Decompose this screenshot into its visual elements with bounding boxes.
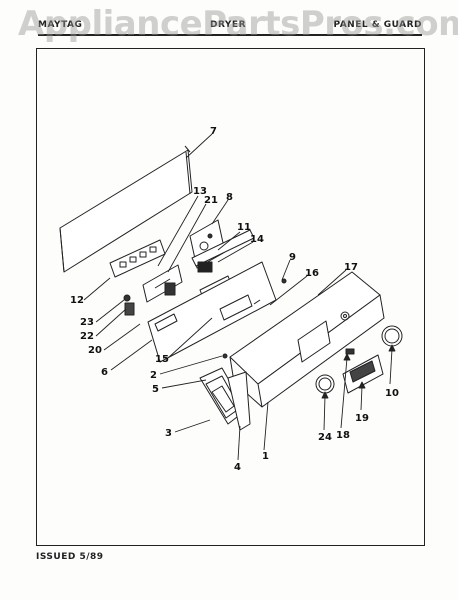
callout-24: 24 bbox=[318, 432, 332, 443]
callout-21: 21 bbox=[204, 195, 218, 206]
callout-17: 17 bbox=[344, 262, 358, 273]
part-10-knob bbox=[381, 325, 403, 347]
part-7-panel bbox=[59, 145, 193, 273]
callout-2: 2 bbox=[150, 370, 157, 381]
callout-23: 23 bbox=[80, 317, 94, 328]
callout-7: 7 bbox=[210, 126, 217, 137]
issued-date: ISSUED 5/89 bbox=[36, 552, 104, 562]
callout-8: 8 bbox=[226, 192, 233, 203]
callout-22: 22 bbox=[80, 331, 94, 342]
callout-3: 3 bbox=[165, 428, 172, 439]
arrow-leaders bbox=[321, 344, 396, 431]
callout-1: 1 bbox=[262, 451, 269, 462]
header-title: PANEL & GUARD bbox=[333, 20, 422, 30]
header-model: MAYTAG bbox=[38, 20, 83, 30]
callout-18: 18 bbox=[336, 430, 350, 441]
page-header: MAYTAG DRYER PANEL & GUARD bbox=[38, 20, 422, 36]
callout-6: 6 bbox=[101, 367, 108, 378]
leader-lines bbox=[83, 133, 347, 461]
header-section: DRYER bbox=[210, 20, 247, 30]
callout-10: 10 bbox=[385, 388, 399, 399]
part-4-strap bbox=[227, 371, 251, 431]
callout-13: 13 bbox=[193, 186, 207, 197]
watermark-logo: AppliancePartsPros.com bbox=[18, 4, 458, 44]
diagram-frame bbox=[36, 48, 425, 546]
part-2-screw bbox=[222, 353, 228, 359]
callout-11: 11 bbox=[237, 222, 251, 233]
callout-9: 9 bbox=[289, 252, 296, 263]
callout-4: 4 bbox=[234, 462, 241, 473]
part-12-switch-strip bbox=[109, 239, 166, 278]
part-18-clip bbox=[345, 348, 355, 355]
callout-19: 19 bbox=[355, 413, 369, 424]
part-13-bracket bbox=[142, 264, 183, 303]
part-19-lens bbox=[342, 354, 384, 394]
part-23-clip bbox=[123, 294, 131, 302]
part-1-console bbox=[229, 271, 385, 408]
callout-labels: 7 13 21 8 11 14 9 16 17 12 23 22 20 6 15… bbox=[70, 126, 399, 473]
part-5-end-cap bbox=[199, 367, 247, 425]
callout-15: 15 bbox=[155, 354, 169, 365]
part-24-knob bbox=[315, 374, 335, 394]
part-9-screw bbox=[281, 278, 287, 284]
callout-12: 12 bbox=[70, 295, 84, 306]
part-22-switch bbox=[124, 302, 135, 316]
callout-16: 16 bbox=[305, 268, 319, 279]
callout-5: 5 bbox=[152, 384, 159, 395]
part-21-switch bbox=[164, 282, 176, 296]
callout-14: 14 bbox=[250, 234, 264, 245]
callout-20: 20 bbox=[88, 345, 102, 356]
